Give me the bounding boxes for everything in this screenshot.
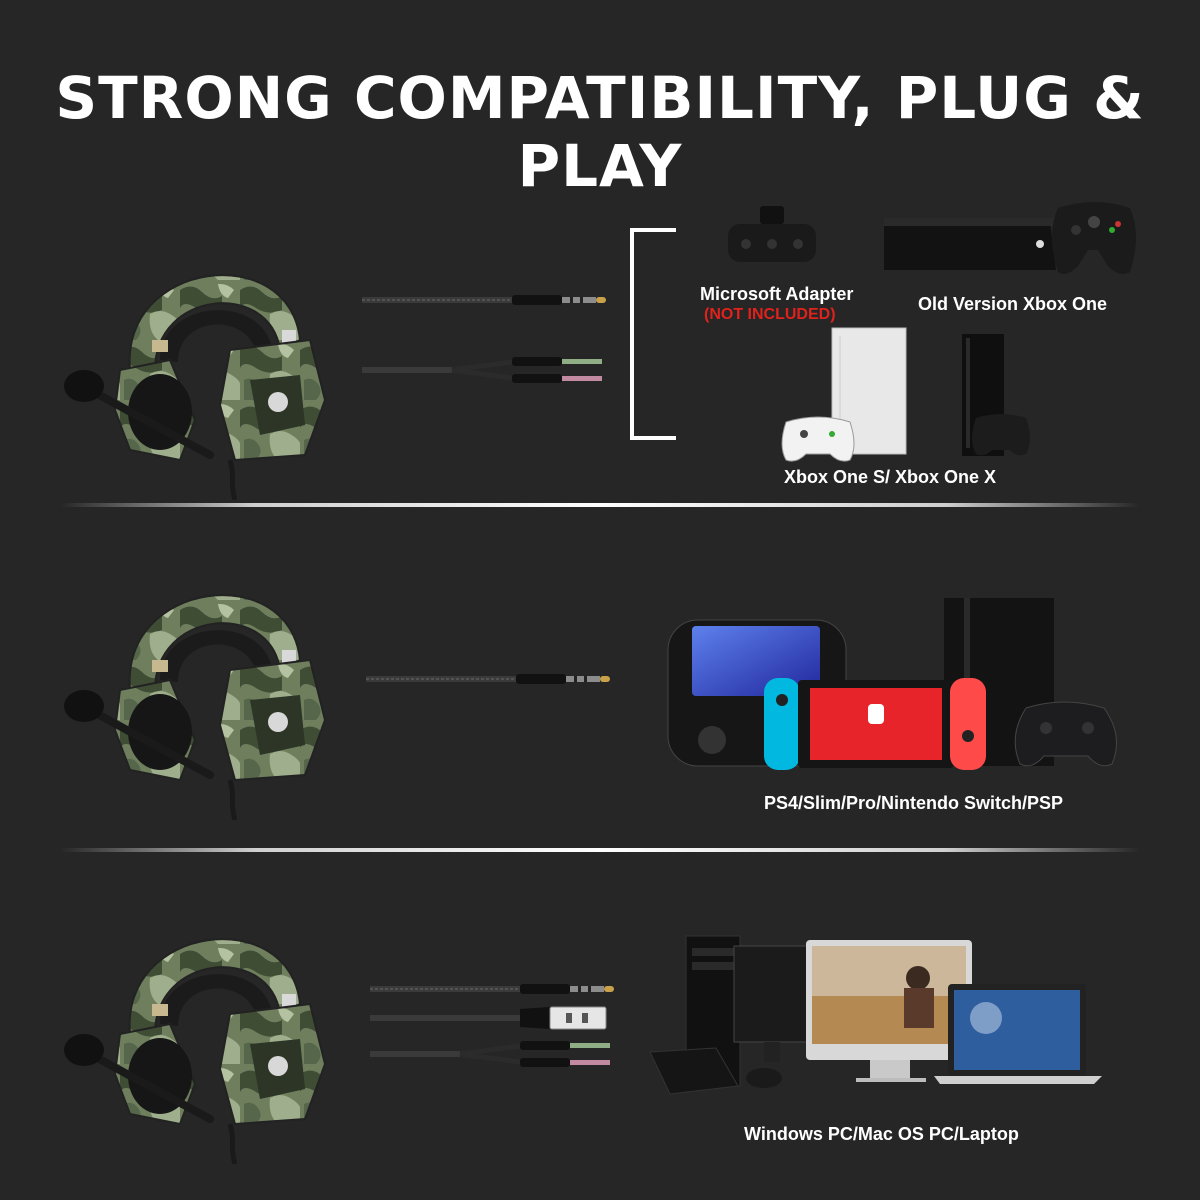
xbox-one-s-x-consoles-image <box>781 327 1030 462</box>
pc-mac-laptop-image <box>649 935 1102 1095</box>
gaming-headset-image <box>60 220 350 500</box>
usb-cable-icon <box>370 1006 607 1030</box>
y-splitter-cable-icon <box>362 357 602 383</box>
aux-cable-icon <box>362 292 612 308</box>
microsoft-adapter-image <box>728 206 816 262</box>
page-heading: STRONG COMPATIBILITY, PLUG & PLAY <box>55 64 1145 200</box>
aux-cable-icon <box>370 981 620 997</box>
device-label-playstation-switch-psp: PS4/Slim/Pro/Nintendo Switch/PSP <box>764 793 1064 813</box>
connection-bracket <box>630 228 676 440</box>
y-splitter-cable-icon <box>370 1041 610 1067</box>
device-label-microsoft-adapter: Microsoft Adapter <box>700 284 854 304</box>
section-divider-2 <box>60 848 1140 852</box>
gaming-headset-image <box>60 884 350 1164</box>
gaming-headset-image <box>60 540 350 820</box>
device-label-xbox-one-s-x: Xbox One S/ Xbox One X <box>784 467 997 487</box>
device-label-old-xbox-one: Old Version Xbox One <box>918 294 1108 314</box>
playstation-switch-psp-image <box>667 598 1117 770</box>
section-divider-1 <box>60 503 1140 507</box>
aux-cable-icon <box>366 671 616 687</box>
xbox-one-console-image <box>884 202 1136 274</box>
not-included-note: (NOT INCLUDED) <box>704 306 836 323</box>
device-label-pc-mac-laptop: Windows PC/Mac OS PC/Laptop <box>744 1124 1019 1144</box>
